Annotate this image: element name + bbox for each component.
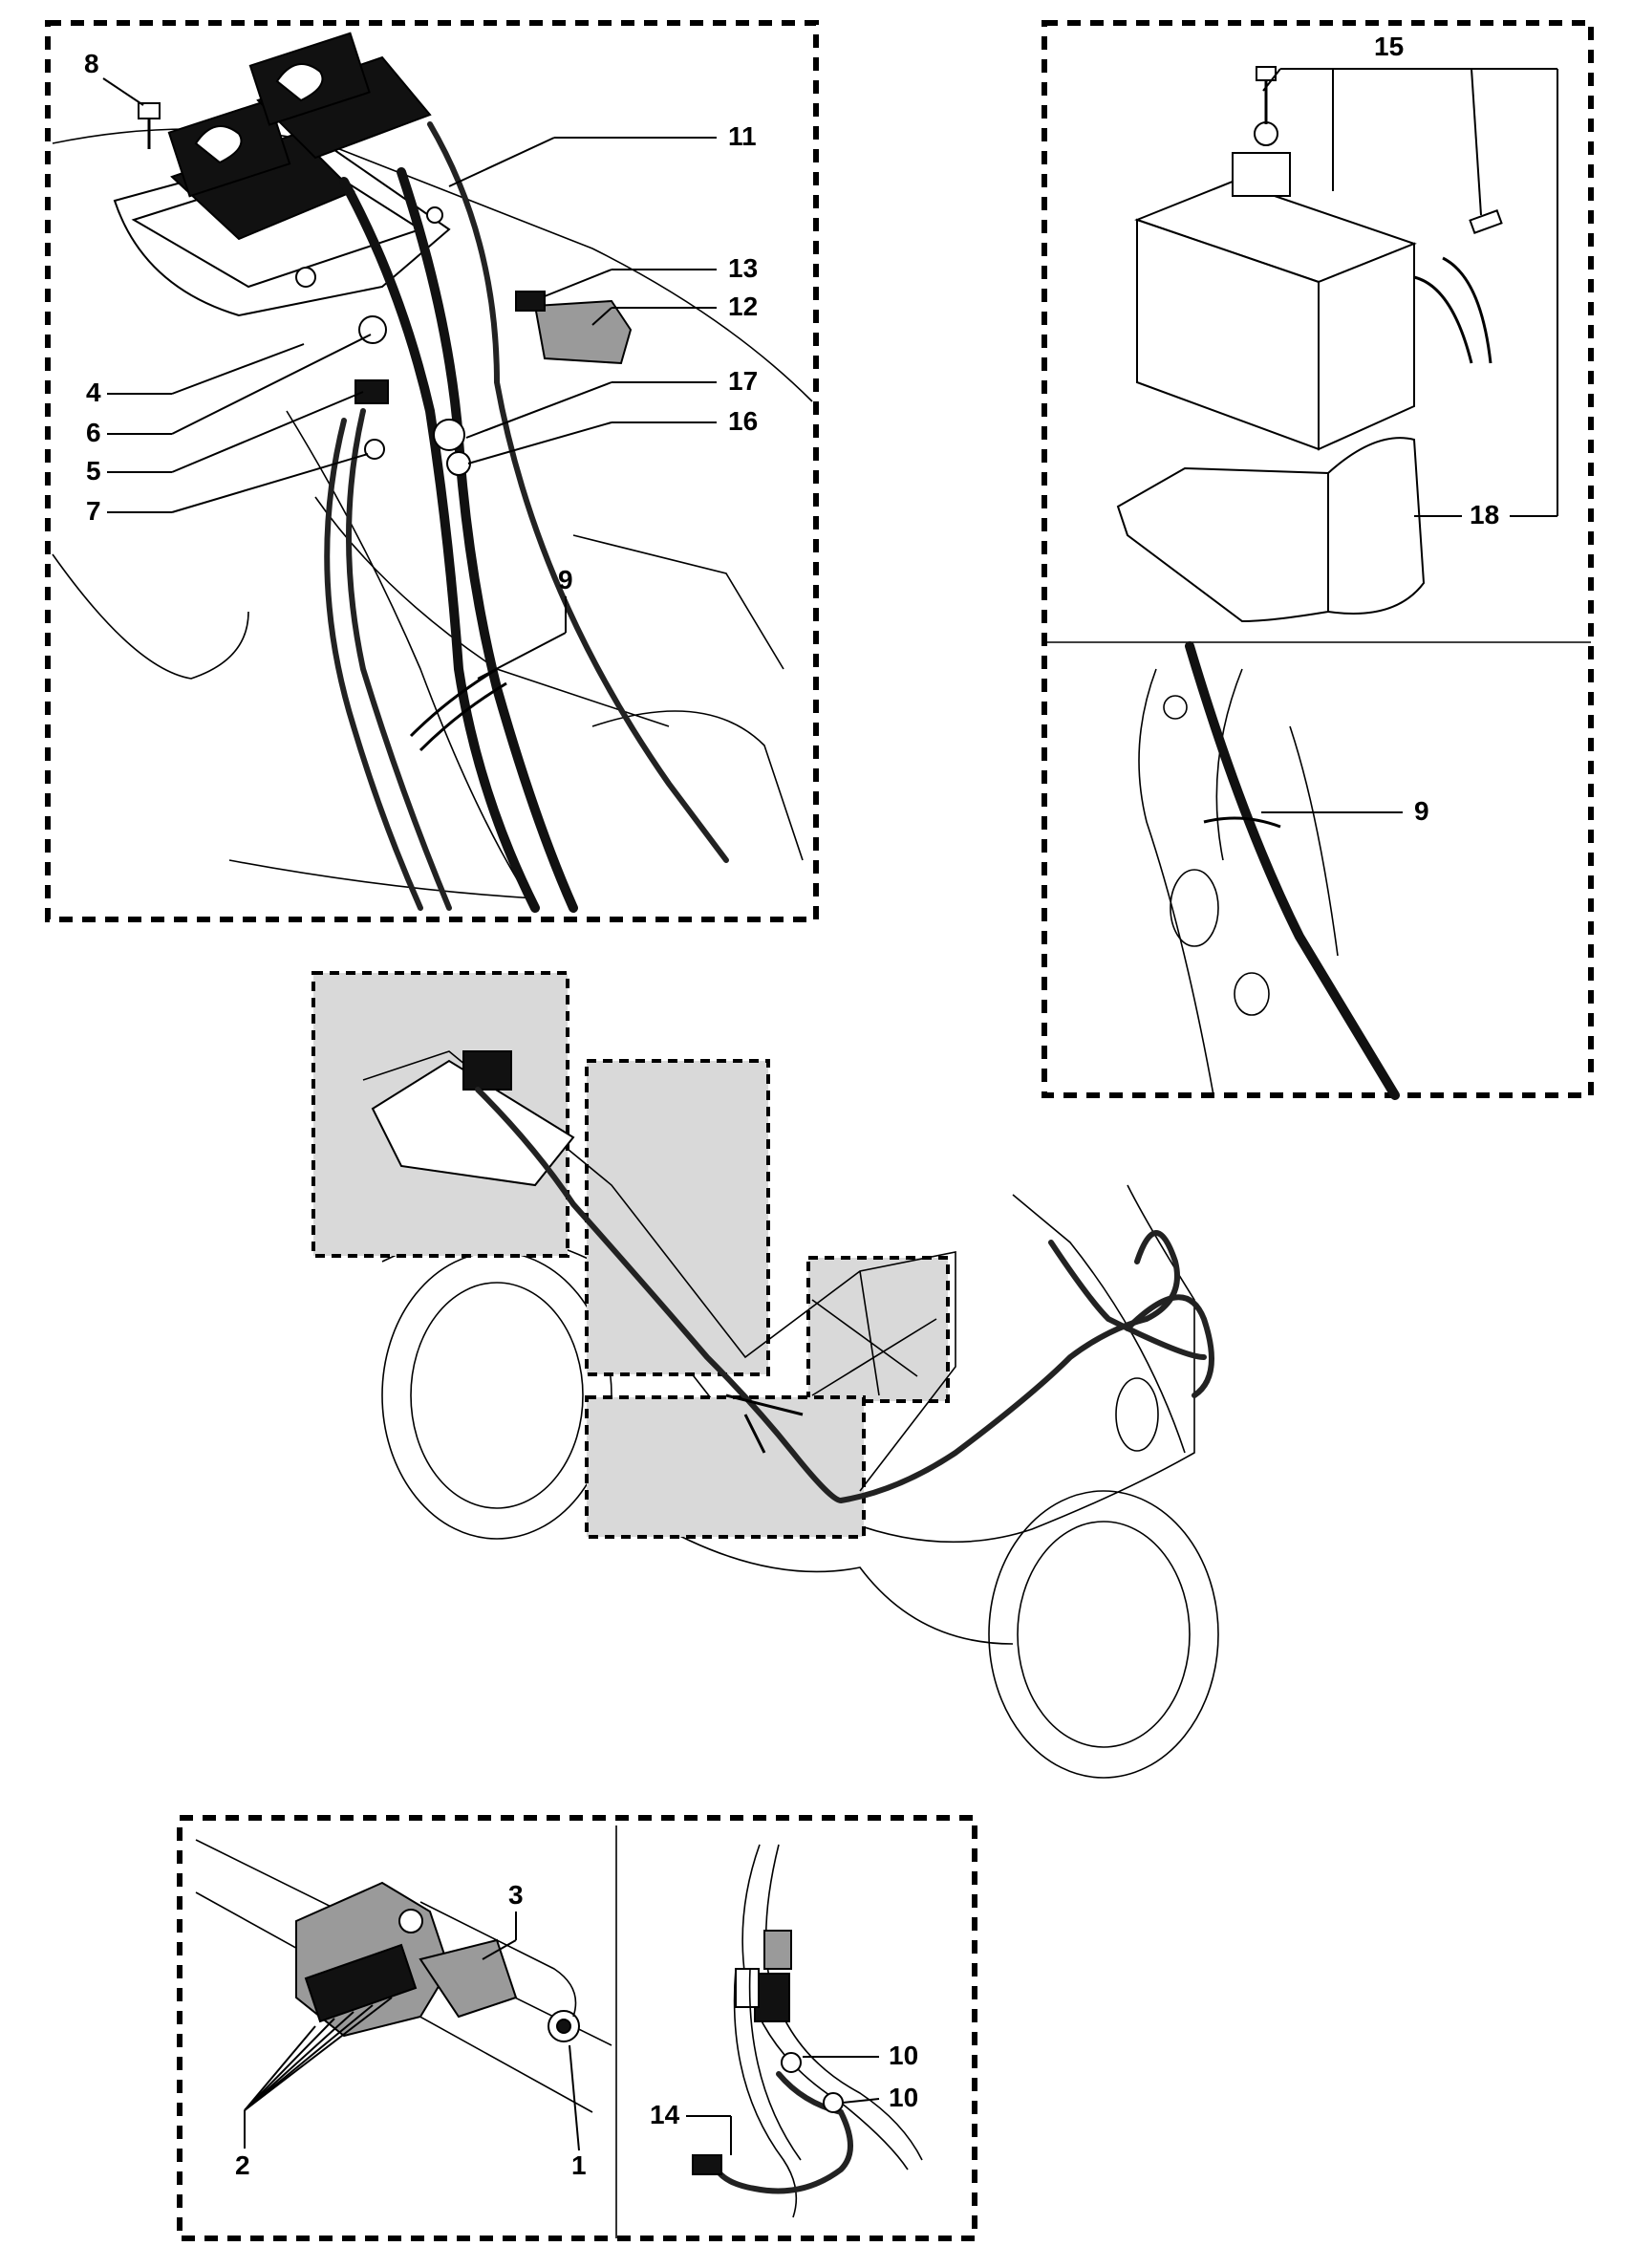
inset-frame: [806, 1256, 950, 1403]
callout-16: 16: [728, 406, 758, 436]
callout-11: 11: [728, 121, 757, 151]
callout-13: 13: [728, 253, 758, 283]
callout-12: 12: [728, 292, 758, 321]
callouts: 8 11 13 12 17 16 4 6 5 7: [84, 32, 1558, 2180]
callout-1: 1: [571, 2150, 587, 2180]
callout-2: 2: [235, 2150, 250, 2180]
detail-panel-battery: [1041, 20, 1594, 1100]
callout-4: 4: [86, 378, 101, 407]
callout-10-lower: 10: [889, 2083, 918, 2112]
motorcycle-overview: [311, 971, 1219, 1779]
callout-14: 14: [650, 2100, 680, 2129]
callout-17: 17: [728, 366, 758, 396]
callout-9-top: 9: [558, 565, 573, 594]
inset-lower: [585, 1395, 866, 1539]
callout-7: 7: [86, 496, 101, 526]
callout-9-right: 9: [1414, 796, 1429, 826]
screw-8: [138, 102, 161, 149]
detail-panel-control-units: [45, 20, 819, 922]
callout-3: 3: [508, 1880, 524, 1910]
callout-6: 6: [86, 418, 101, 447]
detail-panel-fuse-and-connector: [177, 1815, 977, 2241]
callout-5: 5: [86, 456, 101, 486]
callout-10-upper: 10: [889, 2041, 918, 2070]
inset-mid: [585, 1059, 770, 1376]
callout-18: 18: [1470, 500, 1499, 529]
callout-8: 8: [84, 49, 99, 78]
callout-15: 15: [1374, 32, 1404, 61]
